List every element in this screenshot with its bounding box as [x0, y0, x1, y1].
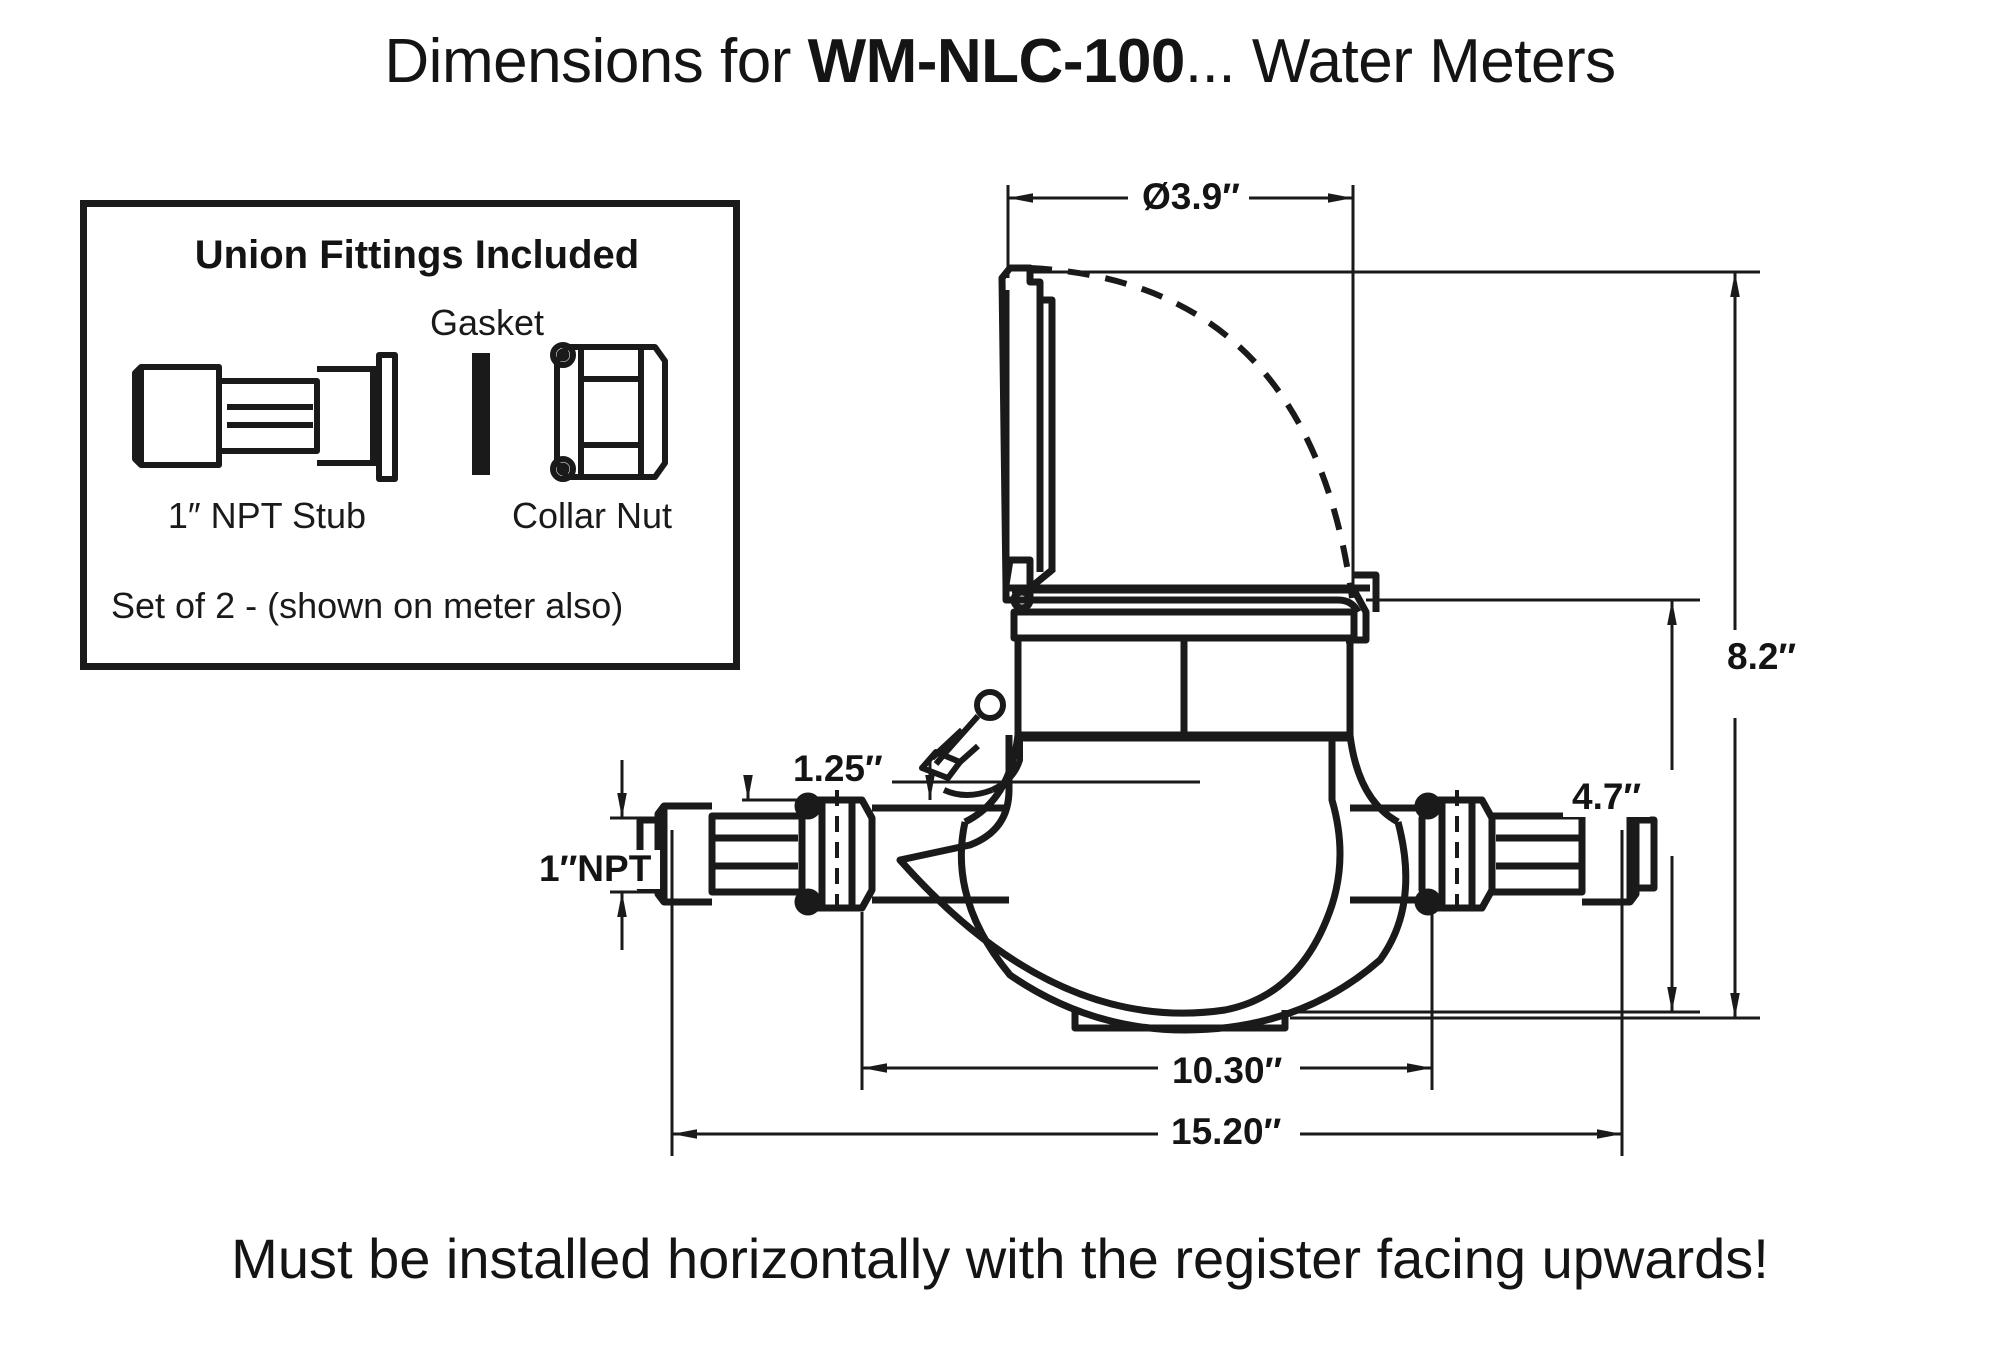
gasket-icon	[472, 353, 490, 475]
npt-stub-icon	[132, 352, 398, 482]
collar-nut-label: Collar Nut	[511, 495, 673, 536]
title-suffix: ... Water Meters	[1184, 27, 1616, 96]
dim-label-overall-length: 15.20″	[1162, 1112, 1291, 1152]
register-housing	[1010, 584, 1358, 742]
collar-centerlines	[835, 790, 1459, 918]
register-lid-open	[998, 264, 1056, 592]
set-of-two-note: Set of 2 - (shown on meter also)	[111, 585, 624, 626]
collar-nut-icon	[550, 342, 668, 482]
left-inlet-assembly	[636, 792, 1009, 916]
title-prefix: Dimensions for	[384, 27, 808, 96]
title-model-number: WM-NLC-100	[807, 27, 1186, 96]
dim-label-overall-height: 8.2″	[1718, 637, 1806, 677]
dim-label-body-length: 10.30″	[1163, 1051, 1292, 1091]
dim-body-length-line	[860, 912, 1434, 1090]
union-fittings-legend-box: Union Fittings Included Gasket 1″ NPT St…	[80, 200, 740, 670]
lid-swing-arc	[1029, 265, 1355, 599]
meter-casting	[957, 640, 1410, 1034]
gasket-label: Gasket	[429, 302, 545, 343]
legend-heading: Union Fittings Included	[194, 233, 640, 277]
dim-label-port-thread: 1″NPT	[530, 849, 661, 889]
register-flange	[1002, 556, 1380, 644]
npt-stub-label: 1″ NPT Stub	[167, 495, 367, 536]
tamper-seal	[919, 689, 1023, 798]
meter-body-outline	[896, 735, 1344, 1017]
dim-label-union-nut-width: 1.25″	[784, 749, 892, 789]
dim-label-register-diameter: Ø3.9″	[1133, 177, 1249, 217]
installation-caption: Must be installed horizontally with the …	[231, 1227, 1769, 1290]
dim-label-body-height: 4.7″	[1563, 777, 1651, 817]
page-title: Dimensions for WM-NLC-100... Water Meter…	[0, 26, 2000, 97]
dim-overall-height-line	[1030, 270, 1760, 1020]
dim-diameter-line	[1006, 185, 1355, 596]
dim-overall-length-line	[670, 830, 1624, 1156]
